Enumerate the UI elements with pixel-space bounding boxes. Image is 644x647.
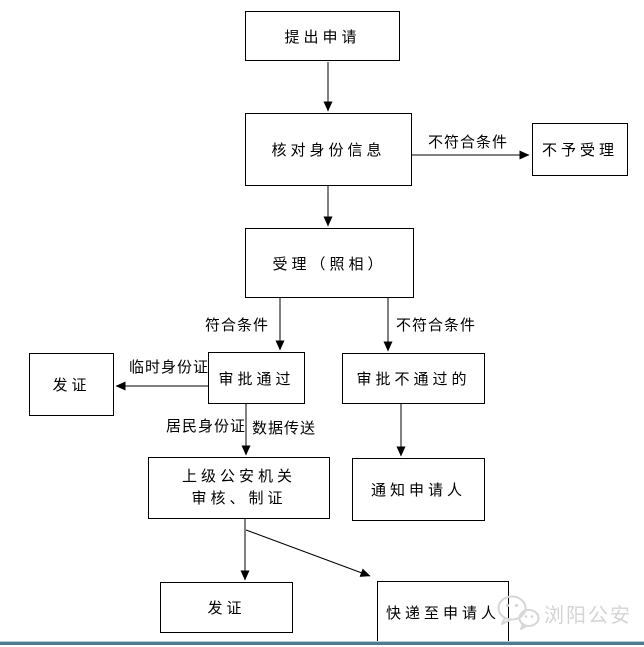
node-superior-authority-line1: 上级公安机关	[181, 468, 296, 485]
node-not-accepted: 不予受理	[532, 123, 628, 176]
node-notify-applicant: 通知申请人	[352, 458, 485, 521]
edge-label-not-qualified-top: 不符合条件	[428, 134, 509, 151]
node-submit-application: 提出申请	[245, 11, 400, 61]
node-accept-photograph-label: 受理（照相）	[272, 255, 387, 273]
node-approval-not-passed-label: 审批不通过的	[356, 371, 471, 388]
node-superior-authority-line2: 审核、制证	[191, 490, 287, 507]
arrow-superior-to-express	[245, 529, 371, 577]
node-issue-certificate-final-label: 发证	[207, 600, 246, 617]
node-approval-not-passed: 审批不通过的	[342, 353, 485, 404]
bottom-border-bar	[0, 641, 644, 645]
node-approval-passed: 审批通过	[208, 352, 305, 404]
edge-label-qualified: 符合条件	[205, 317, 270, 334]
edge-label-resident-id: 居民身份证	[166, 418, 247, 435]
node-express-to-applicant-label: 快递至申请人	[385, 604, 500, 622]
node-verify-identity: 核对身份信息	[245, 113, 412, 186]
node-approval-passed-label: 审批通过	[218, 370, 295, 388]
node-issue-certificate-temp: 发证	[29, 353, 114, 416]
node-issue-certificate-temp-label: 发证	[52, 377, 91, 394]
node-express-to-applicant: 快递至申请人	[377, 581, 509, 643]
node-verify-identity-label: 核对身份信息	[271, 142, 386, 159]
node-superior-authority: 上级公安机关 审核、制证	[148, 457, 330, 519]
node-accept-photograph: 受理（照相）	[245, 228, 414, 298]
edge-label-not-qualified-branch: 不符合条件	[396, 317, 477, 334]
node-submit-application-label: 提出申请	[284, 28, 361, 46]
node-not-accepted-label: 不予受理	[541, 142, 618, 159]
edge-label-temporary-id: 临时身份证	[129, 359, 210, 376]
edge-label-data-transfer: 数据传送	[252, 420, 317, 437]
node-issue-certificate-final: 发证	[160, 582, 293, 633]
node-notify-applicant-label: 通知申请人	[370, 482, 466, 499]
